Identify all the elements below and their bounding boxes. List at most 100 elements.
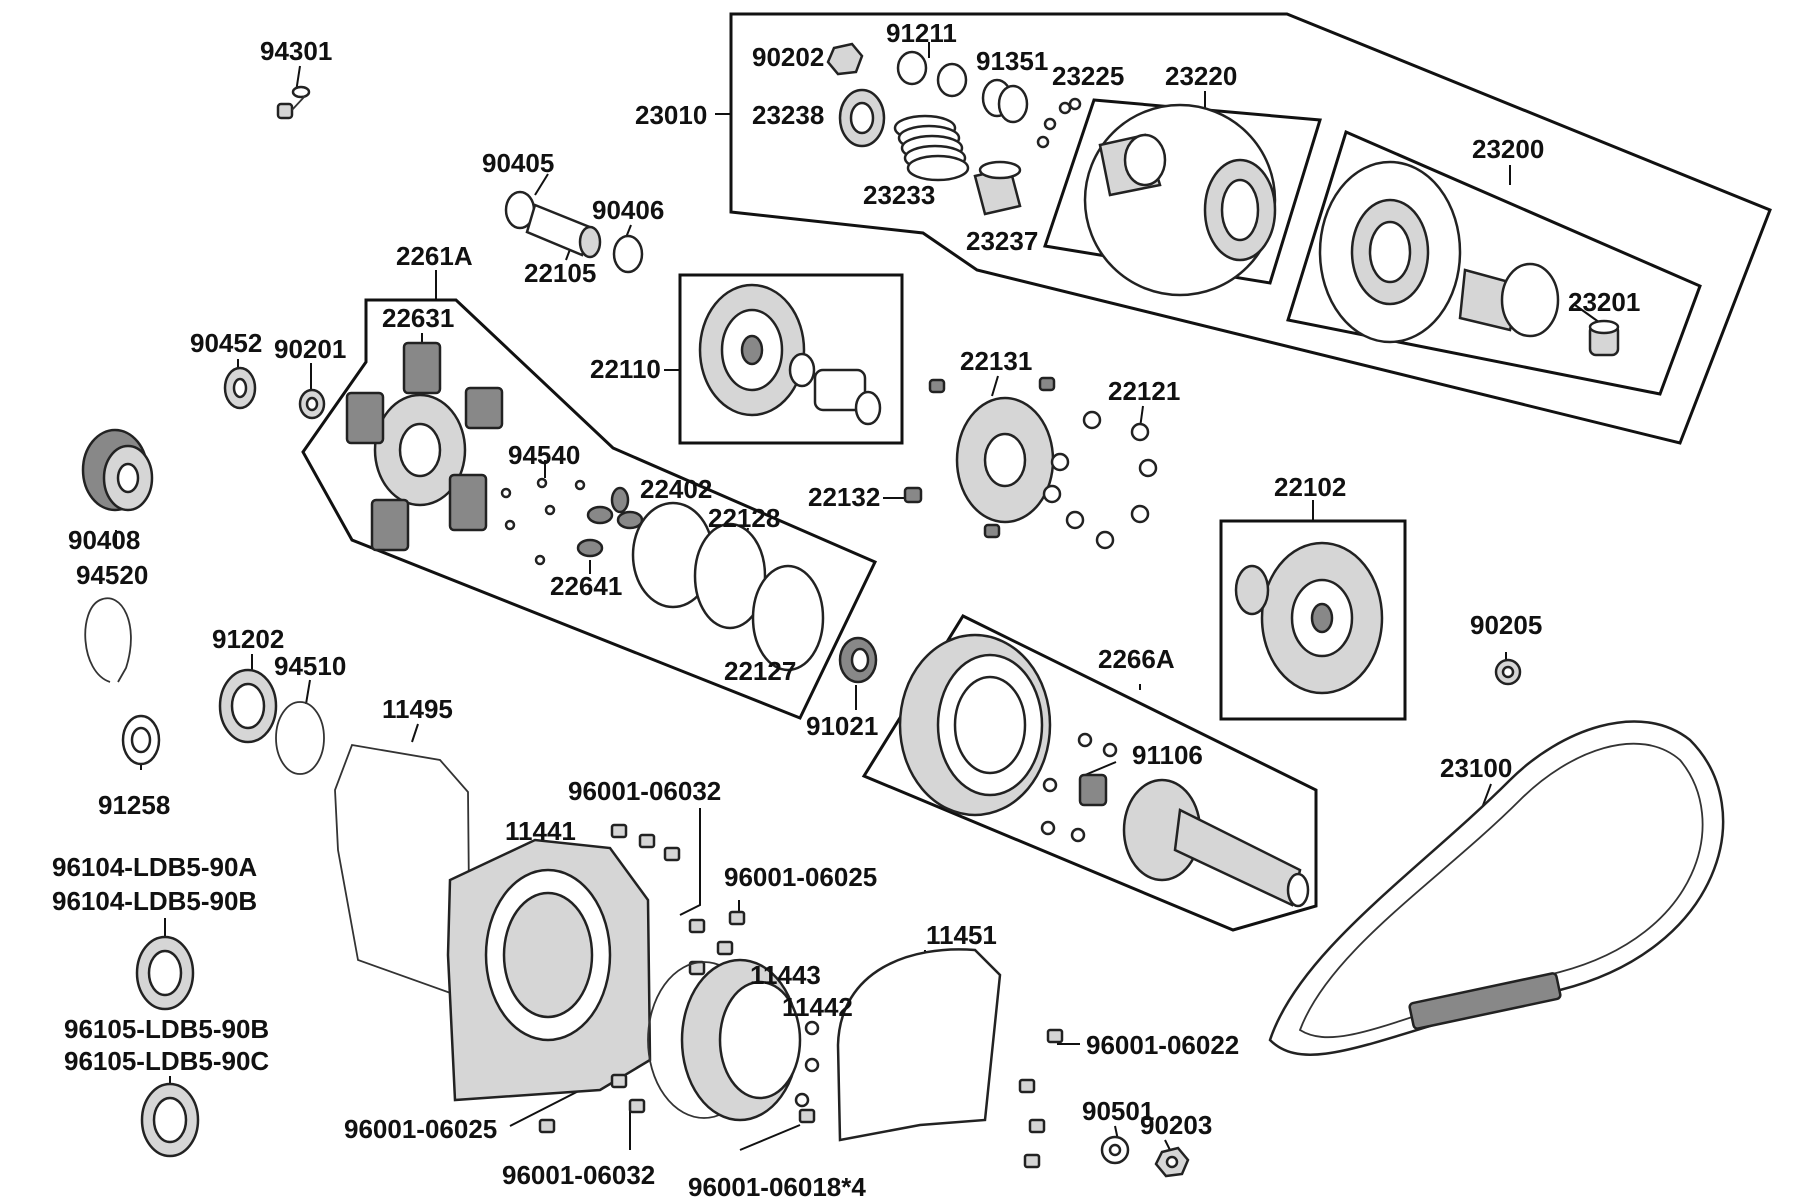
label-91211: 91211 — [886, 18, 957, 48]
sheave-23220 — [1083, 103, 1277, 297]
collar-23237 — [973, 160, 1022, 216]
label-23100: 23100 — [1440, 753, 1512, 783]
spring-23233 — [893, 114, 970, 182]
clutch-assembly-2261A — [345, 341, 825, 672]
bolt-94301 — [276, 85, 311, 120]
label-22641: 22641 — [550, 571, 622, 601]
plate-22127 — [751, 564, 825, 672]
label-22102: 22102 — [1274, 472, 1346, 502]
shroud-11451 — [836, 948, 1002, 1142]
label-90501: 90501 — [1082, 1096, 1154, 1126]
label-96001-06032-top: 96001-06032 — [568, 776, 721, 806]
washer-23238 — [838, 88, 886, 148]
parts — [81, 42, 1725, 1178]
nut-90205 — [1494, 658, 1522, 686]
label-91021: 91021 — [806, 711, 878, 741]
nut-90203 — [1154, 1146, 1190, 1178]
label-90405: 90405 — [482, 148, 554, 178]
rollers-22121 — [1042, 410, 1158, 550]
label-90205: 90205 — [1470, 610, 1542, 640]
box-23010 — [729, 12, 1772, 445]
label-22131: 22131 — [960, 346, 1032, 376]
label-91258: 91258 — [98, 790, 170, 820]
washer-90501 — [1100, 1135, 1130, 1165]
label-22132: 22132 — [808, 482, 880, 512]
label-96104-LDB5-90A: 96104-LDB5-90A — [52, 852, 257, 882]
label-23220: 23220 — [1165, 61, 1237, 91]
label-23233: 23233 — [863, 180, 935, 210]
label-91106: 91106 — [1132, 740, 1203, 770]
label-96001-06025-top: 96001-06025 — [724, 862, 877, 892]
label-96105-LDB5-90B: 96105-LDB5-90B — [64, 1014, 269, 1044]
label-96001-06025-bottom: 96001-06025 — [344, 1114, 497, 1144]
label-11451: 11451 — [926, 920, 997, 950]
label-22121: 22121 — [1108, 376, 1180, 406]
label-94540: 94540 — [508, 440, 580, 470]
label-90408: 90408 — [68, 525, 140, 555]
label-96105-LDB5-90C: 96105-LDB5-90C — [64, 1046, 269, 1076]
slider-22132 — [903, 486, 923, 504]
label-23201: 23201 — [1568, 287, 1640, 317]
label-90406: 90406 — [592, 195, 664, 225]
housing-11442 — [680, 958, 820, 1122]
label-22631: 22631 — [382, 303, 454, 333]
label-90452: 90452 — [190, 328, 262, 358]
washer-90452 — [223, 366, 257, 410]
drum-shaft-2266A — [898, 633, 1310, 908]
label-2266A: 2266A — [1098, 644, 1175, 674]
bolts-cover — [538, 823, 816, 1134]
box-2261A — [301, 298, 878, 720]
nut-90201 — [298, 388, 326, 420]
label-91351: 91351 — [976, 46, 1048, 76]
label-11441: 11441 — [505, 816, 576, 846]
label-90203: 90203 — [1140, 1110, 1212, 1140]
plate-22128 — [693, 522, 767, 630]
label-23010: 23010 — [635, 100, 707, 130]
washer-91258 — [121, 714, 161, 766]
seal-91202 — [218, 668, 278, 744]
label-2261A: 2261A — [396, 241, 473, 271]
label-11495: 11495 — [382, 694, 453, 724]
sleeve-22105 — [525, 203, 602, 259]
ring-90406 — [612, 234, 644, 274]
label-23237: 23237 — [966, 226, 1038, 256]
label-22105: 22105 — [524, 258, 596, 288]
label-90201: 90201 — [274, 334, 346, 364]
circlip-94510 — [275, 701, 325, 775]
nut-90202 — [826, 42, 864, 76]
label-94520: 94520 — [76, 560, 148, 590]
label-11443: 11443 — [750, 960, 821, 990]
label-22128: 22128 — [708, 503, 780, 533]
weights-22641 — [576, 486, 644, 558]
label-94301: 94301 — [260, 36, 332, 66]
label-22110: 22110 — [590, 354, 661, 384]
circlip-94520 — [84, 597, 132, 683]
bolts-96001-06022 — [1018, 1028, 1064, 1169]
springs-94540 — [500, 477, 586, 566]
seal-96105 — [140, 1082, 200, 1158]
box-23200 — [1286, 129, 1702, 396]
clutch-bell-22110 — [698, 283, 882, 426]
ramp-plate-22131 — [928, 376, 1056, 539]
sheave-23200 — [1318, 160, 1560, 344]
label-23200: 23200 — [1472, 134, 1544, 164]
label-96001-06032-bottom: 96001-06032 — [502, 1160, 655, 1190]
ring-91211b — [936, 62, 968, 98]
box-22110 — [678, 273, 904, 445]
label-22127: 22127 — [724, 656, 796, 686]
label-23225: 23225 — [1052, 61, 1124, 91]
belt-23100 — [1268, 720, 1725, 1056]
label-91202: 91202 — [212, 624, 284, 654]
gasket-11495 — [334, 743, 471, 1002]
label-96001-06022: 96001-06022 — [1086, 1030, 1239, 1060]
ring-91351b — [997, 84, 1029, 124]
box-23220 — [1043, 98, 1322, 285]
label-23238: 23238 — [752, 100, 824, 130]
label-96001-06018x4: 96001-06018*4 — [688, 1172, 866, 1200]
bushing-23201 — [1588, 319, 1620, 357]
label-11442: 11442 — [782, 992, 853, 1022]
ring-91211a — [896, 50, 928, 86]
part-labels: 94301 90202 91211 91351 23225 23220 2301… — [52, 18, 1640, 1200]
label-94510: 94510 — [274, 651, 346, 681]
